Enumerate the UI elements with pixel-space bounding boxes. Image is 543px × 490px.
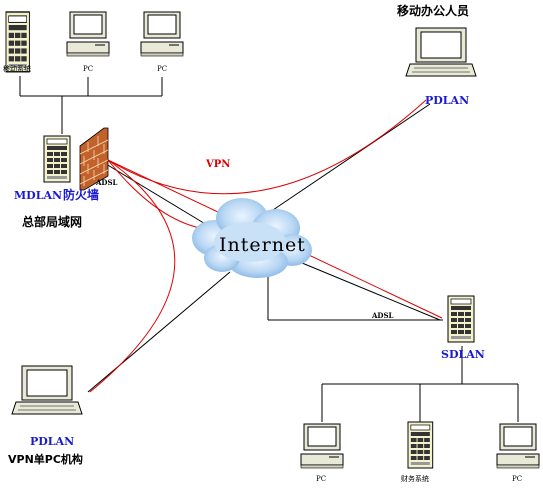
hq-server-icon [43, 135, 71, 183]
firewall-label: 防火墙 [63, 188, 100, 202]
branch-lan-bus [321, 346, 519, 422]
top-pc2-label: PC [157, 65, 168, 73]
top-pc1-label: PC [83, 65, 94, 73]
top-lan-bus [19, 76, 163, 134]
hq-device-label: MDLAN [14, 189, 63, 202]
branch-pc2-icon [496, 423, 540, 469]
singlepc-device-label: PDLAN [30, 435, 75, 448]
branch-pc1-label: PC [316, 475, 327, 483]
vpn-hq-to-singlepc [89, 159, 176, 393]
branch-adsl-label: ADSL [372, 311, 394, 320]
singlepc-laptop-icon [11, 365, 83, 415]
mobile-title: 移动办公人员 [397, 4, 470, 18]
branch-device-label: SDLAN [441, 348, 485, 361]
branch-pc1-icon [300, 423, 344, 469]
mobile-laptop-icon [405, 27, 477, 77]
mobile-device-label: PDLAN [425, 94, 470, 107]
vpn-hq-to-internet [107, 159, 213, 231]
internet-cloud [192, 198, 312, 278]
top-server-icon [5, 11, 31, 73]
top-pc1-icon [66, 11, 110, 57]
branch-pc2-label: PC [512, 475, 523, 483]
vpn-hq-to-mobile [107, 99, 427, 195]
firewall-icon [79, 127, 109, 191]
singlepc-title: VPN单PC机构 [8, 453, 83, 466]
branch-server-icon [447, 295, 475, 343]
top-pc2-icon [140, 11, 184, 57]
top-server-label: 移动系统 [3, 65, 31, 73]
internet-label: Internet [219, 234, 306, 256]
branch-server2-icon [407, 421, 434, 469]
branch-server-label: 财务系统 [401, 475, 429, 483]
hq-adsl-label: ADSL [96, 178, 118, 187]
hq-lan-label: 总部局域网 [22, 215, 83, 229]
physical-links [87, 103, 443, 393]
vpn-label: VPN [206, 159, 231, 170]
